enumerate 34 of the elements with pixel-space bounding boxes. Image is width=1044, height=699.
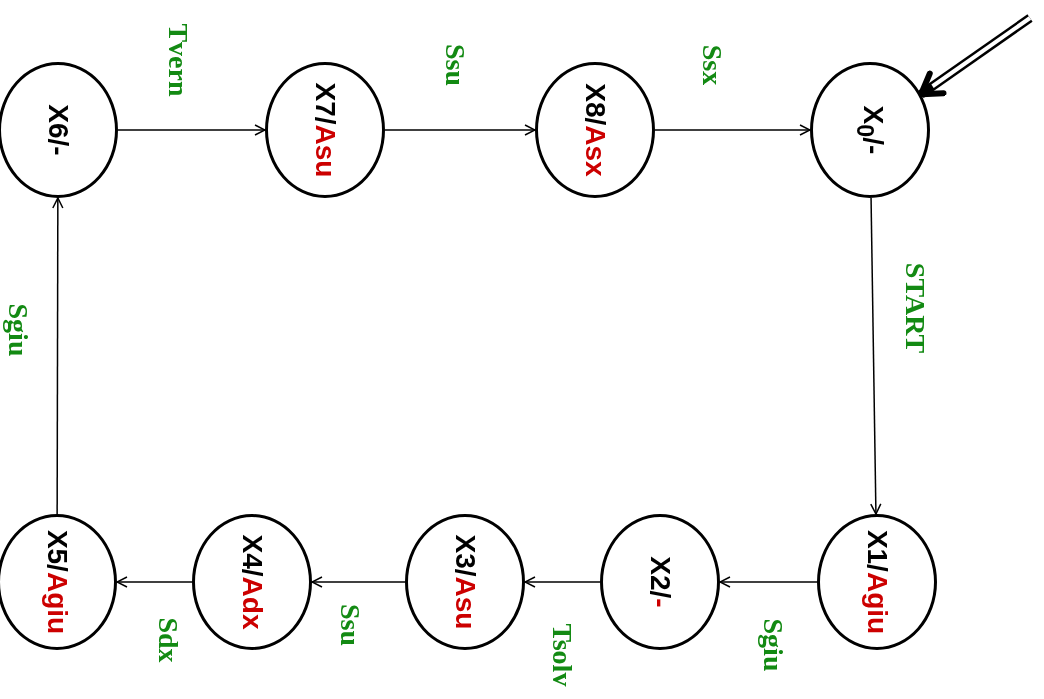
edge-label: Sgiu [2,303,34,357]
state-name: X8/ [580,83,611,126]
edge-label: Tsolv [546,623,578,687]
output-label: Asx [580,125,611,177]
output-label: Asu [450,576,481,630]
edge-label: Tvern [162,23,194,97]
output-label: Adx [237,576,268,630]
transition-arrow [311,576,406,588]
output-label: Agiu [42,571,73,635]
edge-label: Ssu [334,604,366,646]
state-name: X4/ [237,534,268,577]
edge-label: START [899,262,931,354]
state-name: X5/ [42,529,73,572]
transition-arrow [654,124,811,136]
state-name: X3/ [450,534,481,577]
edge-label: Ssu [439,44,471,86]
transition-arrow [870,197,882,515]
state-name: X1/ [862,529,893,572]
edge-label: Sdx [152,617,184,663]
transition-arrow [918,14,1033,98]
edge-label: Ssx [696,44,728,86]
state-name: X2/ [645,556,676,599]
transition-arrow [524,576,601,588]
output-label: - [645,598,676,608]
output-label: Asu [310,124,341,178]
transition-arrow [116,576,193,588]
transition-arrow [719,576,818,588]
edge-label: Sgiu [757,618,789,672]
state-name: X6/- [43,104,74,156]
output-label: Agiu [862,571,893,635]
transition-arrow [52,197,64,515]
transition-arrow [384,124,536,136]
transition-arrow [117,124,266,136]
state-name: X7/ [310,82,341,125]
